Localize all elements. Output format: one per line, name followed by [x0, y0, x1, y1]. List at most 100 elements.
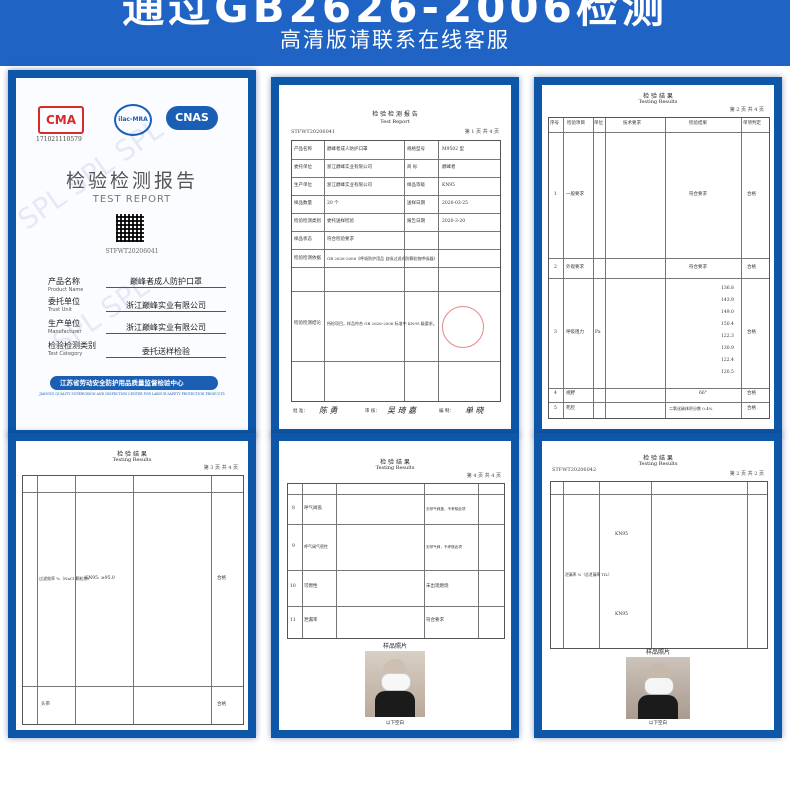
signature: 单 晓	[465, 406, 484, 415]
results-header: 检 验 结 果	[380, 459, 410, 466]
item-result: 未出现燃烧	[426, 584, 449, 589]
card-results-page2[interactable]: 检 验 结 果 Testing Results 第 2 页 共 4 页 序号 检…	[534, 77, 782, 437]
results-page2: 检 验 结 果 Testing Results 第 2 页 共 4 页 序号 检…	[542, 85, 774, 429]
table-row-value: 符合检验要求	[327, 237, 354, 242]
sample-photo	[365, 651, 425, 717]
card-cover[interactable]: SPL SPL SPL SPL SPL CMA ilac-MRA CNAS 17…	[8, 70, 256, 438]
report-title: 检验检测报告	[65, 170, 198, 192]
item-result: 二氧化碳体积分数 0.4%	[669, 406, 713, 411]
resistance-value: 122.3	[721, 334, 734, 339]
results-table: 序号 检验项目 单位 技术要求 检验结果 单项判定 1 一般要求 符合要求 合格…	[548, 117, 770, 419]
banner-title: 通过GB2626-2006检测	[122, 0, 668, 32]
table-row-label: 样品数量	[294, 201, 312, 206]
item-result: 符合要求	[689, 192, 707, 197]
item-verdict: 合格	[217, 702, 226, 707]
table-row-label: 检验检测依据	[294, 256, 321, 261]
cert-number: 171021110579	[36, 136, 82, 143]
table-row-label: 检验检测结论	[294, 321, 321, 326]
results-header-en: Testing Results	[638, 99, 678, 105]
mask-icon	[381, 673, 411, 691]
item-no: 3	[554, 330, 557, 335]
table-row-value: GB 2626-2006《呼吸防护用品 自吸过滤式防颗粒物呼吸器》	[327, 256, 438, 261]
item-result: 66°	[699, 391, 707, 396]
table-row-value: 2020-3-20	[442, 219, 466, 224]
table-row-label: 样品等级	[407, 183, 425, 188]
field-value: 巅峰者成人防护口罩	[106, 276, 226, 288]
page-number: 第 1 页 共 4 页	[464, 129, 499, 135]
resistance-value: 136.8	[721, 286, 734, 291]
item-result: 无呼气阀，不考核此项	[426, 545, 462, 549]
item-name: 呼吸阻力	[566, 330, 584, 335]
table-row-value: 浙江巅峰实业有限公司	[327, 165, 372, 170]
report-no: STFWT20206042	[552, 467, 597, 473]
item-requirement: KN95: ≥95.0	[85, 576, 115, 581]
col-header: 单位	[594, 121, 603, 126]
item-verdict: 合格	[217, 576, 226, 581]
results-page3: 检 验 结 果 Testing Results 第 3 页 共 4 页 过滤效率…	[16, 441, 248, 730]
grade: KN95	[615, 612, 629, 617]
table-row-value: 巅峰者成人防护口罩	[327, 147, 368, 152]
item-no: 1	[554, 192, 557, 197]
col-header: 技术要求	[623, 121, 641, 126]
item-no: 11	[290, 618, 296, 623]
banner-subtitle: 高清版请联系在线客服	[280, 28, 510, 52]
col-header: 单项判定	[743, 121, 761, 126]
cover-page: SPL SPL SPL SPL SPL CMA ilac-MRA CNAS 17…	[16, 78, 248, 430]
report-title-en: TEST REPORT	[92, 194, 172, 205]
item-no: 5	[554, 406, 557, 411]
signer-label: 审 核：	[365, 409, 380, 414]
item-result: 无呼气阀盖，不考核此项	[426, 507, 466, 511]
results-header: 检 验 结 果	[117, 451, 147, 458]
card-results-leakage[interactable]: 检 验 结 果 Testing Results STFWT20206042 第 …	[534, 433, 782, 738]
item-name: 外观要求	[566, 265, 584, 270]
results-table: 8 呼气阀盖 无呼气阀盖，不考核此项 9 呼气阀气密性 无呼气阀，不考核此项 1…	[287, 483, 505, 639]
report-page1: 检 验 检 测 报 告 Test Report STFWT20206041 第 …	[279, 85, 511, 429]
table-row-label: 生产单位	[294, 183, 312, 188]
table-row-value: 巅峰者	[442, 165, 456, 170]
page-number: 第 2 页 共 2 页	[729, 471, 764, 477]
sample-photo	[626, 657, 690, 719]
cover-report-no: STFWT20206041	[105, 248, 159, 255]
item-name: 泄漏率 %（总泄漏率 TIL）	[565, 572, 612, 577]
resistance-value: 122.4	[721, 358, 734, 363]
results-header-en: Testing Results	[375, 465, 415, 471]
photo-caption: 以下空白	[386, 721, 404, 726]
results-header: 检 验 结 果	[643, 455, 673, 462]
item-name: 一般要求	[566, 192, 584, 197]
photo-label: 样品照片	[645, 649, 670, 656]
item-name: 呼气阀气密性	[304, 544, 328, 549]
signature: 陈 勇	[319, 406, 338, 415]
table-row-value: 2020-03-25	[442, 201, 468, 206]
results-leakage: 检 验 结 果 Testing Results STFWT20206042 第 …	[542, 441, 774, 730]
results-table: 泄漏率 %（总泄漏率 TIL） KN95 KN95	[550, 481, 768, 649]
table-row-label: 商 标	[407, 165, 418, 170]
page-number: 第 2 页 共 4 页	[729, 107, 764, 113]
page-number: 第 4 页 共 4 页	[466, 473, 501, 479]
col-header: 检验结果	[689, 121, 707, 126]
table-row-label: 样品状态	[294, 237, 312, 242]
photo-label: 样品照片	[382, 643, 407, 650]
card-report-page1[interactable]: 检 验 检 测 报 告 Test Report STFWT20206041 第 …	[271, 77, 519, 437]
item-name: 过滤效率 %（NaCl 颗粒物）	[39, 576, 92, 581]
item-no: 4	[554, 391, 557, 396]
footer-org: 江苏省劳动安全防护用品质量监督检验中心	[60, 379, 184, 387]
table-row-value: 20 个	[327, 201, 339, 206]
card-results-page4[interactable]: 检 验 结 果 Testing Results 第 4 页 共 4 页 8 呼气…	[271, 433, 519, 738]
footer-org-en: JIANGSU QUALITY SUPERVISION AND INSPECTI…	[39, 392, 225, 396]
cma-logo: CMA	[38, 106, 84, 134]
photo-caption: 以下空白	[649, 721, 667, 726]
item-no: 2	[554, 265, 557, 270]
col-header: 检验项目	[567, 121, 585, 126]
report-header: 检 验 检 测 报 告	[372, 111, 418, 118]
report-table: 产品名称 巅峰者成人防护口罩 规格型号 M9502 型 委托单位 浙江巅峰实业有…	[291, 140, 501, 402]
item-no: 9	[292, 544, 295, 549]
card-results-page3[interactable]: 检 验 结 果 Testing Results 第 3 页 共 4 页 过滤效率…	[8, 433, 256, 738]
item-verdict: 合格	[747, 330, 756, 335]
qr-code	[116, 214, 144, 242]
top-banner: 通过GB2626-2006检测 高清版请联系在线客服	[0, 0, 790, 66]
table-row-label: 产品名称	[294, 147, 312, 152]
results-header-en: Testing Results	[638, 461, 678, 467]
